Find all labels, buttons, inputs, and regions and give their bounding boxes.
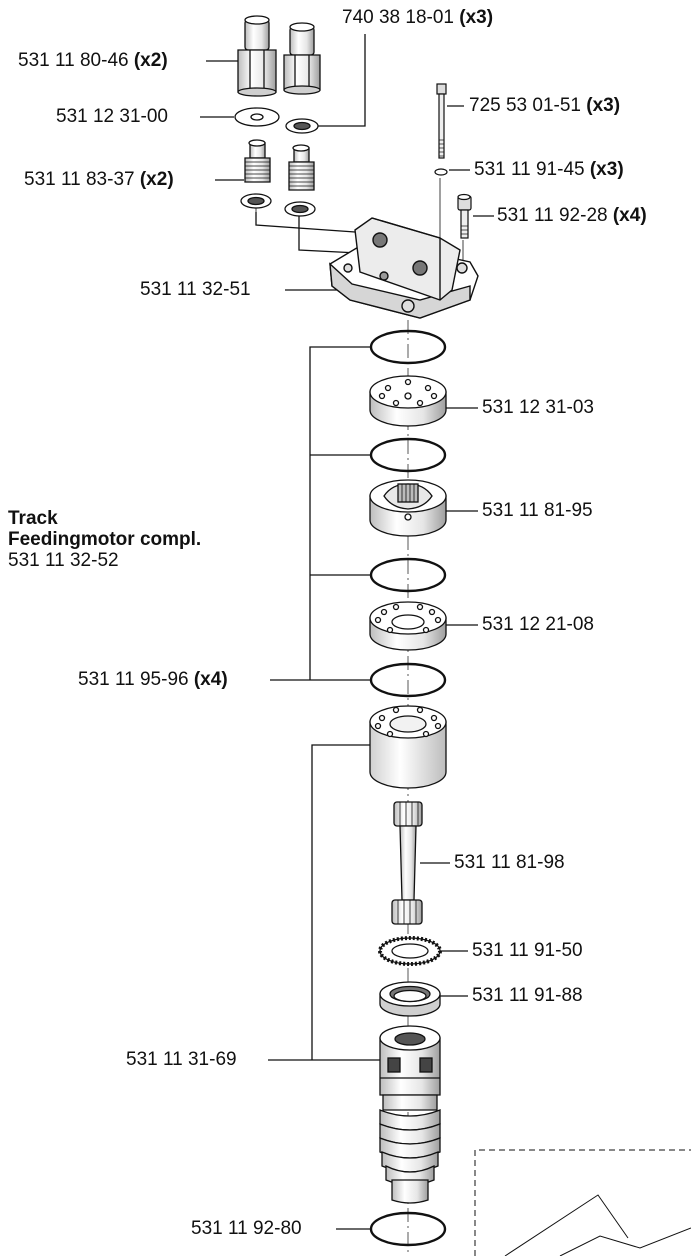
label-bearing: 531 11 91-50 bbox=[472, 940, 583, 962]
bearing bbox=[378, 936, 442, 966]
part-number: 531 11 91-88 bbox=[472, 985, 583, 1006]
assembly-line1: Track bbox=[8, 508, 58, 529]
valve-left bbox=[237, 15, 277, 97]
part-qty: (x3) bbox=[589, 159, 624, 180]
label-body: 531 11 31-69 bbox=[126, 1049, 237, 1071]
label-oring-bottom: 531 11 92-80 bbox=[191, 1218, 302, 1240]
label-bolt: 725 53 01-51 (x3) bbox=[469, 95, 620, 117]
part-number: 531 11 80-46 bbox=[18, 50, 129, 71]
label-ring: 531 11 91-88 bbox=[472, 985, 583, 1007]
label-screw: 531 11 92-28 (x4) bbox=[497, 205, 647, 227]
oring-3 bbox=[369, 557, 447, 593]
part-qty: (x3) bbox=[459, 7, 494, 28]
oring-1 bbox=[369, 329, 447, 365]
label-washer-small: 531 11 91-45 (x3) bbox=[474, 159, 624, 181]
plate-2 bbox=[369, 601, 447, 651]
assembly-number: 531 11 32-52 bbox=[8, 550, 119, 571]
bottom-body bbox=[379, 1025, 441, 1204]
part-number: 531 11 83-37 bbox=[24, 169, 135, 190]
part-qty: (x4) bbox=[193, 669, 228, 690]
part-qty: (x4) bbox=[612, 205, 647, 226]
part-number: 531 11 92-80 bbox=[191, 1218, 302, 1239]
bracket-orings bbox=[309, 346, 372, 680]
part-number: 531 11 92-28 bbox=[497, 205, 608, 226]
part-number: 531 11 91-45 bbox=[474, 159, 585, 180]
oring-4 bbox=[369, 662, 447, 698]
part-number: 531 12 21-08 bbox=[482, 614, 594, 635]
nipple-left bbox=[244, 139, 271, 183]
label-shaft: 531 11 81-98 bbox=[454, 852, 565, 874]
plate-1 bbox=[369, 375, 447, 427]
housing bbox=[329, 217, 479, 319]
label-washer-top: 531 12 31-00 bbox=[56, 106, 168, 128]
part-number: 531 11 81-95 bbox=[482, 500, 593, 521]
oring-2 bbox=[369, 437, 447, 473]
bolt-long bbox=[434, 83, 448, 176]
part-number: 531 11 95-96 bbox=[78, 669, 189, 690]
valve-right bbox=[283, 22, 321, 95]
label-valve: 531 11 80-46 (x2) bbox=[18, 50, 168, 72]
shaft bbox=[391, 801, 423, 925]
part-number: 740 38 18-01 bbox=[342, 7, 454, 28]
screw bbox=[457, 193, 472, 239]
label-plate2: 531 12 21-08 bbox=[482, 614, 594, 636]
part-number: 725 53 01-51 bbox=[469, 95, 581, 116]
part-number: 531 11 81-98 bbox=[454, 852, 565, 873]
part-number: 531 11 32-51 bbox=[140, 279, 251, 300]
oring-bottom bbox=[369, 1211, 447, 1247]
part-number: 531 11 91-50 bbox=[472, 940, 583, 961]
cylinder bbox=[369, 705, 447, 789]
part-qty: (x3) bbox=[586, 95, 621, 116]
inset-frame bbox=[474, 1149, 691, 1256]
assembly-line2: Feedingmotor compl. bbox=[8, 529, 202, 550]
label-orings: 531 11 95-96 (x4) bbox=[78, 669, 228, 691]
label-housing: 531 11 32-51 bbox=[140, 279, 251, 301]
nipple-right bbox=[288, 144, 315, 191]
assembly-title: Track Feedingmotor compl. 531 11 32-52 bbox=[8, 508, 201, 571]
part-qty: (x2) bbox=[133, 50, 168, 71]
part-number: 531 12 31-00 bbox=[56, 106, 168, 127]
part-qty: (x2) bbox=[139, 169, 174, 190]
label-seal-top: 740 38 18-01 (x3) bbox=[342, 7, 493, 29]
gerotor bbox=[369, 479, 447, 537]
label-gerotor: 531 11 81-95 bbox=[482, 500, 593, 522]
ring bbox=[379, 981, 441, 1017]
part-number: 531 12 31-03 bbox=[482, 397, 594, 418]
bracket-body bbox=[311, 744, 370, 1060]
label-nipple: 531 11 83-37 (x2) bbox=[24, 169, 174, 191]
leader-seal-top bbox=[318, 34, 366, 127]
part-number: 531 11 31-69 bbox=[126, 1049, 237, 1070]
label-plate1: 531 12 31-03 bbox=[482, 397, 594, 419]
